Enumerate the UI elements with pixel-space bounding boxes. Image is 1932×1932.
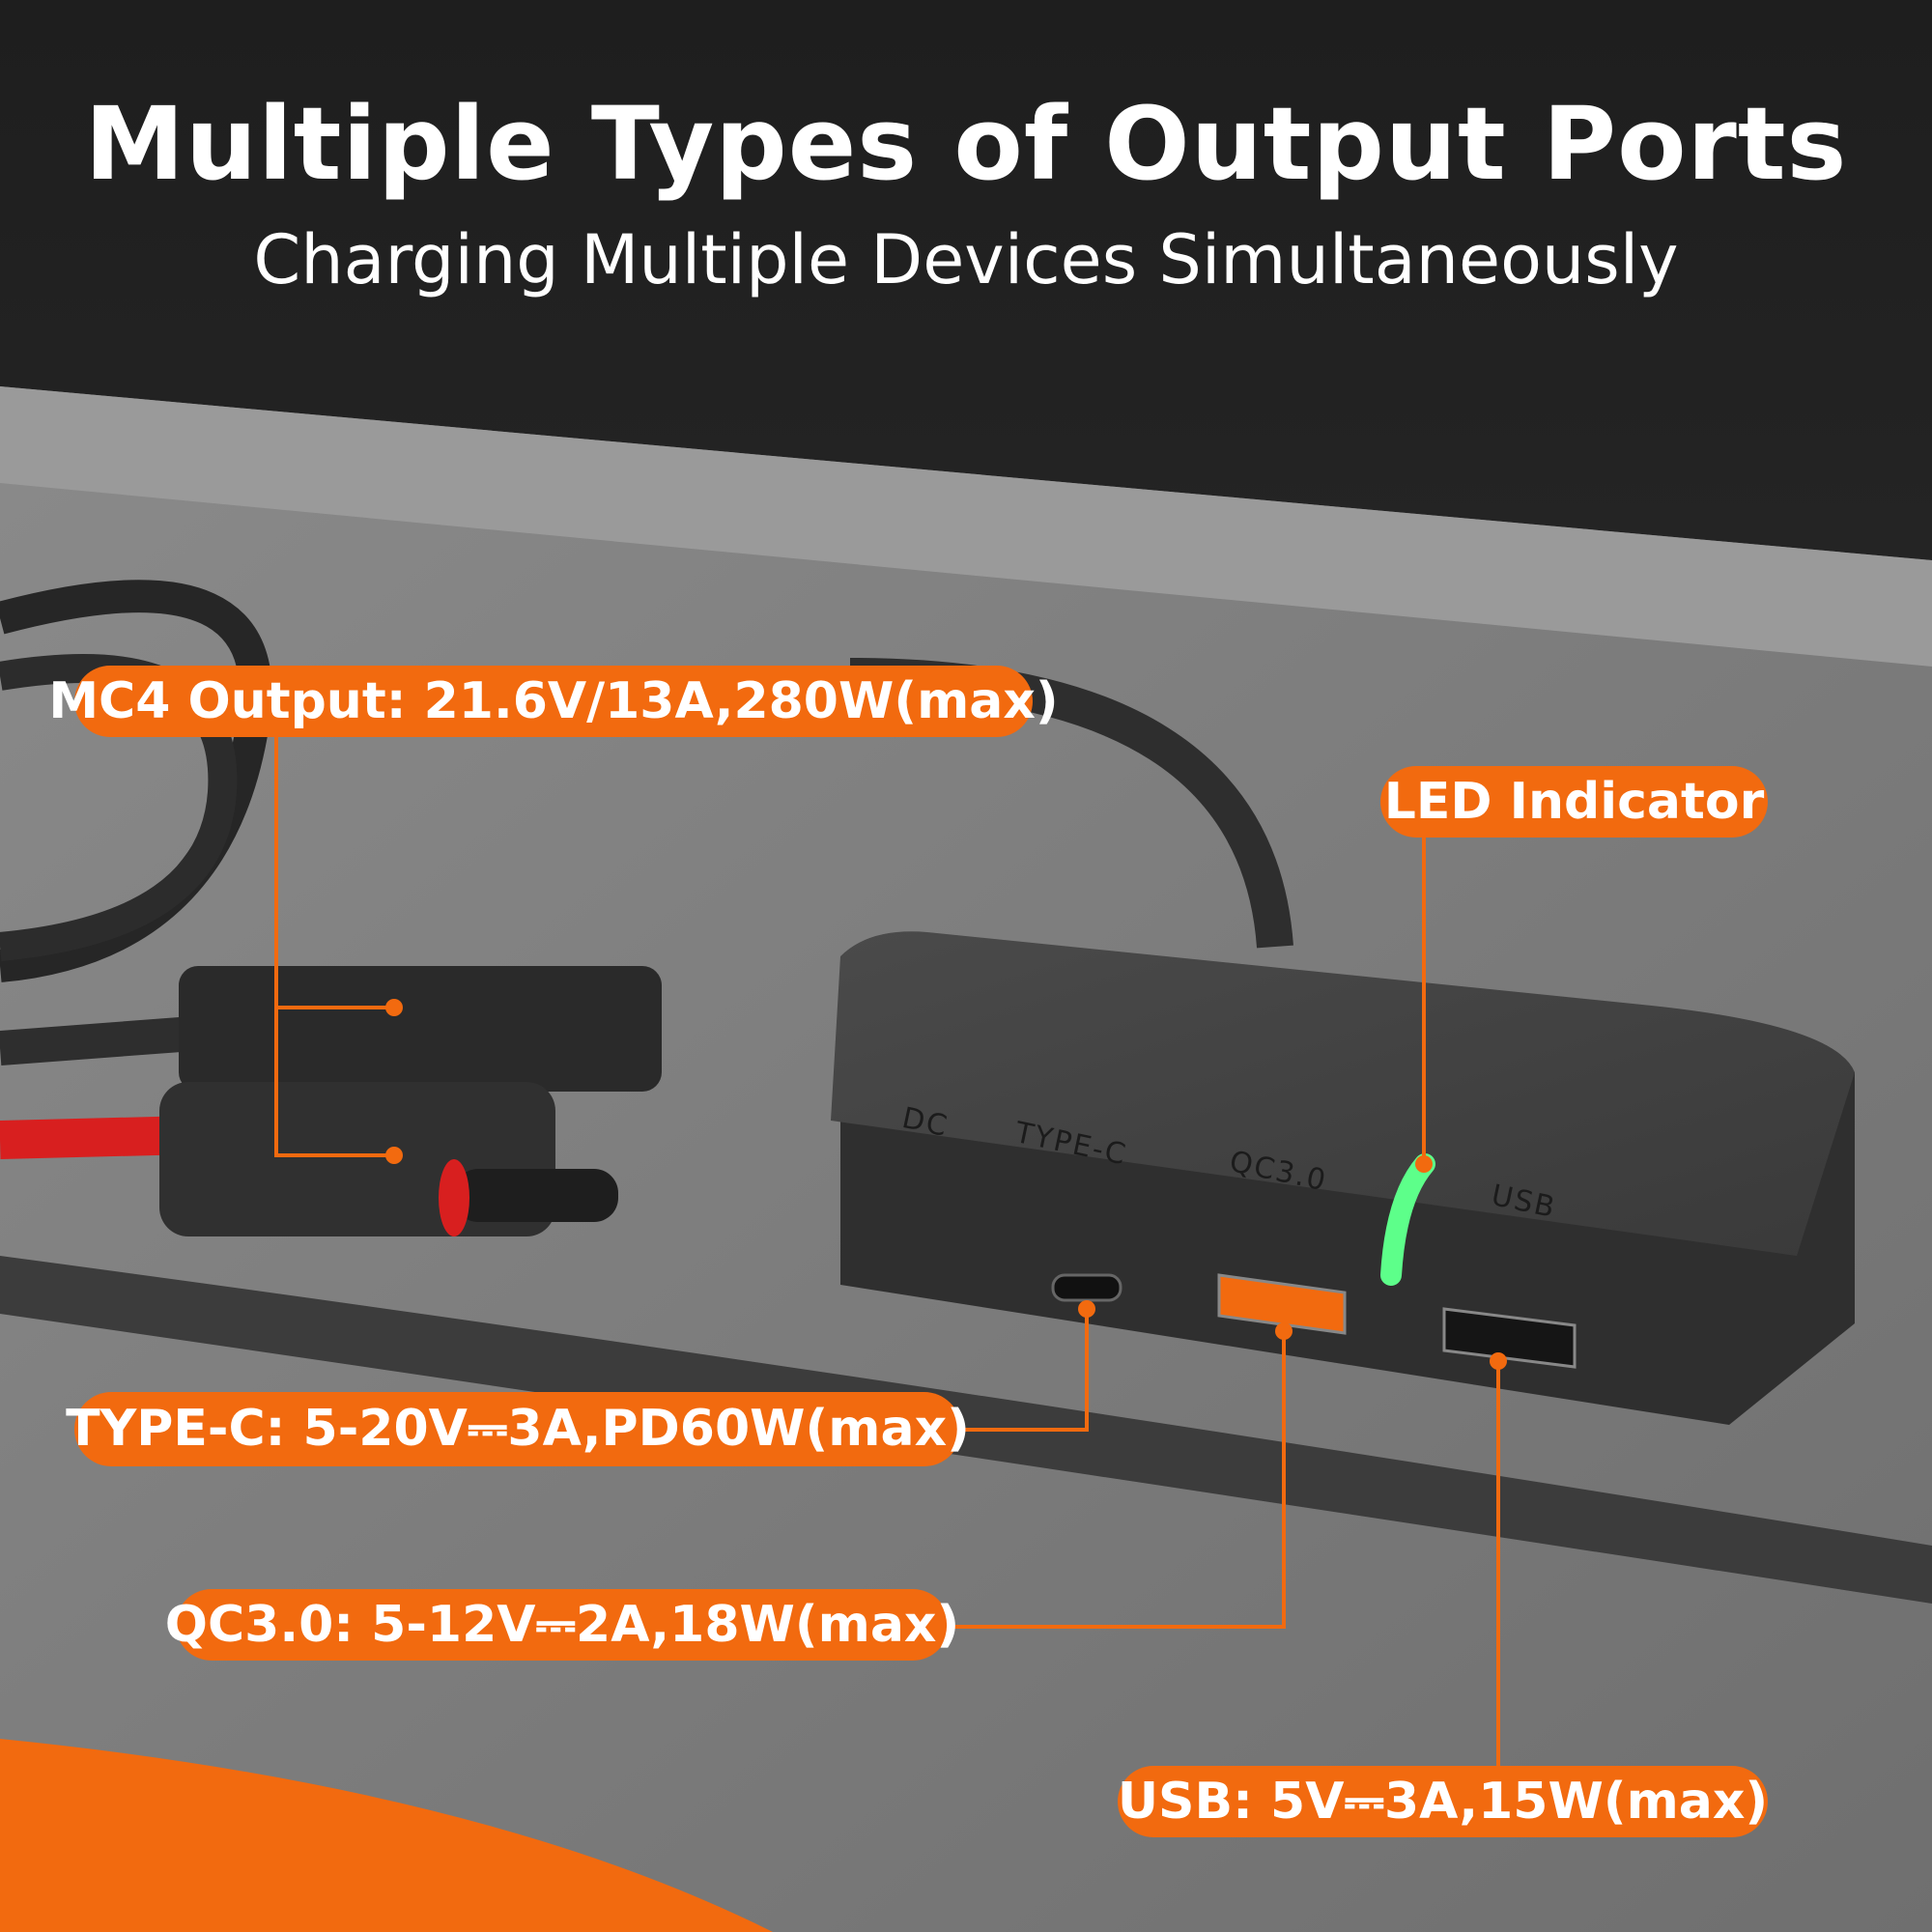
led-indicator (1380, 1153, 1435, 1286)
callout-typec: TYPE-C: 5-20V⎓3A,PD60W(max) (66, 1392, 970, 1466)
page-subtitle: Charging Multiple Devices Simultaneously (253, 220, 1679, 299)
orange-corner-decoration (0, 1739, 773, 1932)
callout-led: LED Indicator (1380, 766, 1768, 838)
mc4-connector-female (179, 966, 662, 1092)
callout-qc3: QC3.0: 5-12V⎓2A,18W(max) (165, 1589, 959, 1661)
callout-mc4: MC4 Output: 21.6V/13A,280W(max) (48, 666, 1059, 737)
callout-usb: USB: 5V⎓3A,15W(max) (1118, 1766, 1768, 1837)
qc3-port (1217, 1273, 1347, 1335)
typec-port (1051, 1273, 1122, 1302)
usb-port (1442, 1307, 1577, 1369)
page-title: Multiple Types of Output Ports (84, 85, 1848, 203)
leader-lines (274, 737, 1500, 1766)
